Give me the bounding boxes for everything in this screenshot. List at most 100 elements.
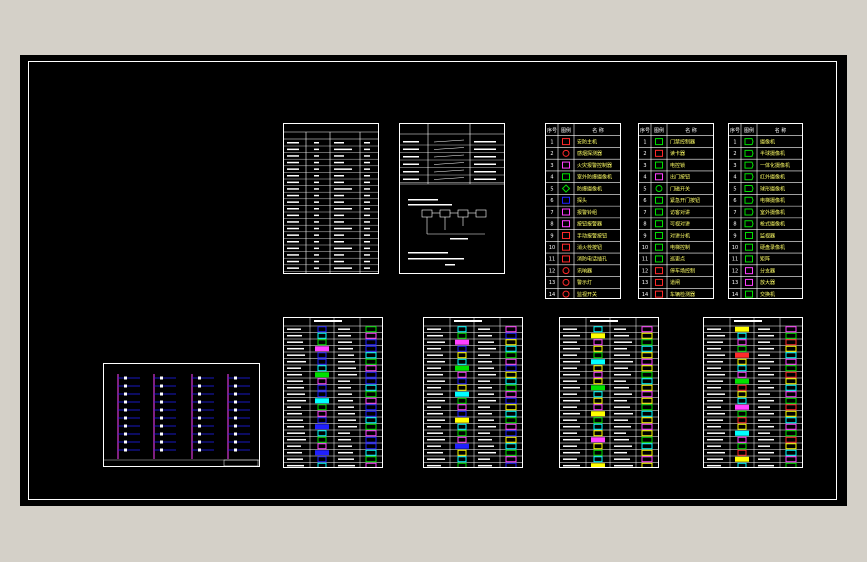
green-box-icon (745, 290, 753, 298)
row-name: 枪式摄像机 (760, 221, 785, 228)
row-number: 1 (733, 139, 736, 145)
row-number: 7 (733, 210, 736, 216)
row-number: 2 (733, 151, 736, 157)
row-name: 按钮报警器 (577, 221, 602, 228)
symbol-table-b3-drawing (560, 318, 658, 467)
table-header: 名 称 (685, 127, 697, 134)
symbol-table-b1-drawing (284, 318, 382, 467)
green-flag-icon (744, 138, 754, 146)
row-number: 5 (643, 186, 646, 192)
red-circle-icon (562, 290, 570, 298)
row-number: 6 (550, 198, 553, 204)
row-name: 消火栓按钮 (577, 244, 602, 251)
row-name: 消防电话插孔 (577, 256, 607, 263)
row-name: 门磁开关 (670, 185, 690, 192)
green-diamond-icon (561, 184, 571, 193)
wiring-diagram-drawing (400, 124, 504, 266)
green-flag-icon (744, 149, 754, 157)
row-number: 1 (550, 139, 553, 145)
drawing-border-frame (28, 61, 837, 500)
row-number: 8 (733, 222, 736, 228)
symbol-sheet-b2[interactable] (423, 317, 523, 468)
row-name: 探头 (577, 197, 587, 204)
green-flag-icon (744, 208, 754, 216)
green-flag-icon (744, 220, 754, 228)
row-name: 访客对讲 (670, 209, 690, 216)
row-name: 车辆检测器 (670, 291, 695, 298)
row-name: 可视对讲 (670, 221, 690, 228)
row-name: 防爆摄像机 (577, 185, 602, 192)
row-number: 9 (643, 233, 646, 239)
row-number: 8 (643, 222, 646, 228)
symbol-sheet-b1[interactable] (283, 317, 383, 468)
red-box-icon (562, 231, 570, 239)
row-name: 监视器 (760, 232, 775, 239)
row-name: 红外摄像机 (760, 174, 785, 181)
row-number: 9 (733, 233, 736, 239)
table-header: 名 称 (775, 127, 787, 134)
row-number: 14 (732, 292, 738, 298)
row-name: 火灾报警控制器 (577, 162, 612, 169)
row-name: 一体化摄像机 (760, 162, 790, 169)
row-number: 13 (732, 280, 738, 286)
green-flag-icon (744, 196, 754, 204)
row-number: 4 (550, 175, 553, 181)
row-name: 摄像机 (760, 138, 775, 145)
red-box-icon (655, 267, 663, 275)
row-name: 巡更点 (670, 256, 685, 263)
row-name: 电梯控制 (670, 244, 690, 251)
row-name: 对讲分机 (670, 232, 690, 239)
row-name: 球形摄像机 (760, 185, 785, 192)
symbol-sheet-b3[interactable] (559, 317, 659, 468)
row-name: 分支器 (760, 267, 775, 274)
red-circle-icon (562, 267, 570, 275)
table-header: 名 称 (592, 127, 604, 134)
row-name: 室外防爆摄像机 (577, 174, 612, 181)
row-number: 12 (732, 268, 738, 274)
row-number: 12 (642, 268, 648, 274)
row-name: 读卡器 (670, 150, 685, 157)
red-box-icon (562, 138, 570, 146)
row-number: 3 (550, 163, 553, 169)
row-number: 10 (732, 245, 738, 251)
row-name: 报警铃组 (577, 209, 597, 216)
red-circle-icon (562, 278, 570, 286)
row-name: 门禁控制器 (670, 138, 695, 145)
row-name: 半球摄像机 (760, 150, 785, 157)
magenta-box-icon (562, 220, 570, 228)
riser-diagram-sheet[interactable] (103, 363, 260, 467)
row-number: 7 (550, 210, 553, 216)
legend-sheet-1[interactable] (283, 123, 379, 274)
row-name: 手动报警按钮 (577, 232, 607, 239)
wiring-diagram-sheet[interactable] (399, 123, 505, 274)
row-number: 6 (643, 198, 646, 204)
green-box-icon (562, 173, 570, 181)
row-number: 5 (733, 186, 736, 192)
green-box-icon (655, 255, 663, 263)
symbol-table-b2-drawing (424, 318, 522, 467)
row-number: 10 (549, 245, 555, 251)
row-name: 警示灯 (577, 279, 592, 286)
row-name: 电梯摄像机 (760, 197, 785, 204)
row-name: 道闸 (670, 279, 680, 286)
symbol-sheet-b4[interactable] (703, 317, 803, 468)
row-name: 交换机 (760, 291, 775, 298)
row-name: 放大器 (760, 279, 775, 286)
table-header: 图例 (654, 127, 664, 134)
row-number: 3 (733, 163, 736, 169)
row-number: 6 (733, 198, 736, 204)
green-box-icon (655, 208, 663, 216)
row-number: 13 (549, 280, 555, 286)
magenta-box-icon (745, 278, 753, 286)
row-name: 紧急开门按钮 (670, 197, 700, 204)
green-box-icon (655, 161, 663, 169)
green-box-icon (655, 220, 663, 228)
symbol-table-b4-drawing (704, 318, 802, 467)
row-number: 1 (643, 139, 646, 145)
